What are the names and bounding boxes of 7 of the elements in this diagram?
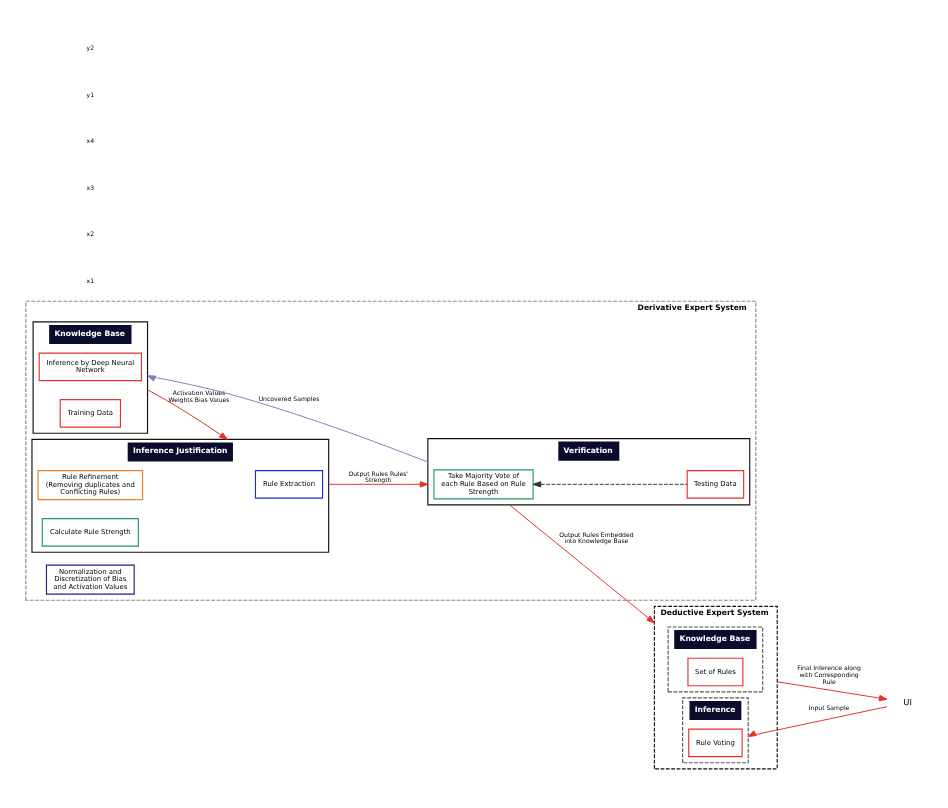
arrow	[776, 680, 888, 701]
arrow	[147, 388, 228, 439]
arrow	[328, 480, 429, 487]
arrow	[532, 480, 688, 487]
arrow	[509, 503, 655, 623]
arrow	[147, 374, 429, 462]
arrow	[747, 705, 888, 737]
